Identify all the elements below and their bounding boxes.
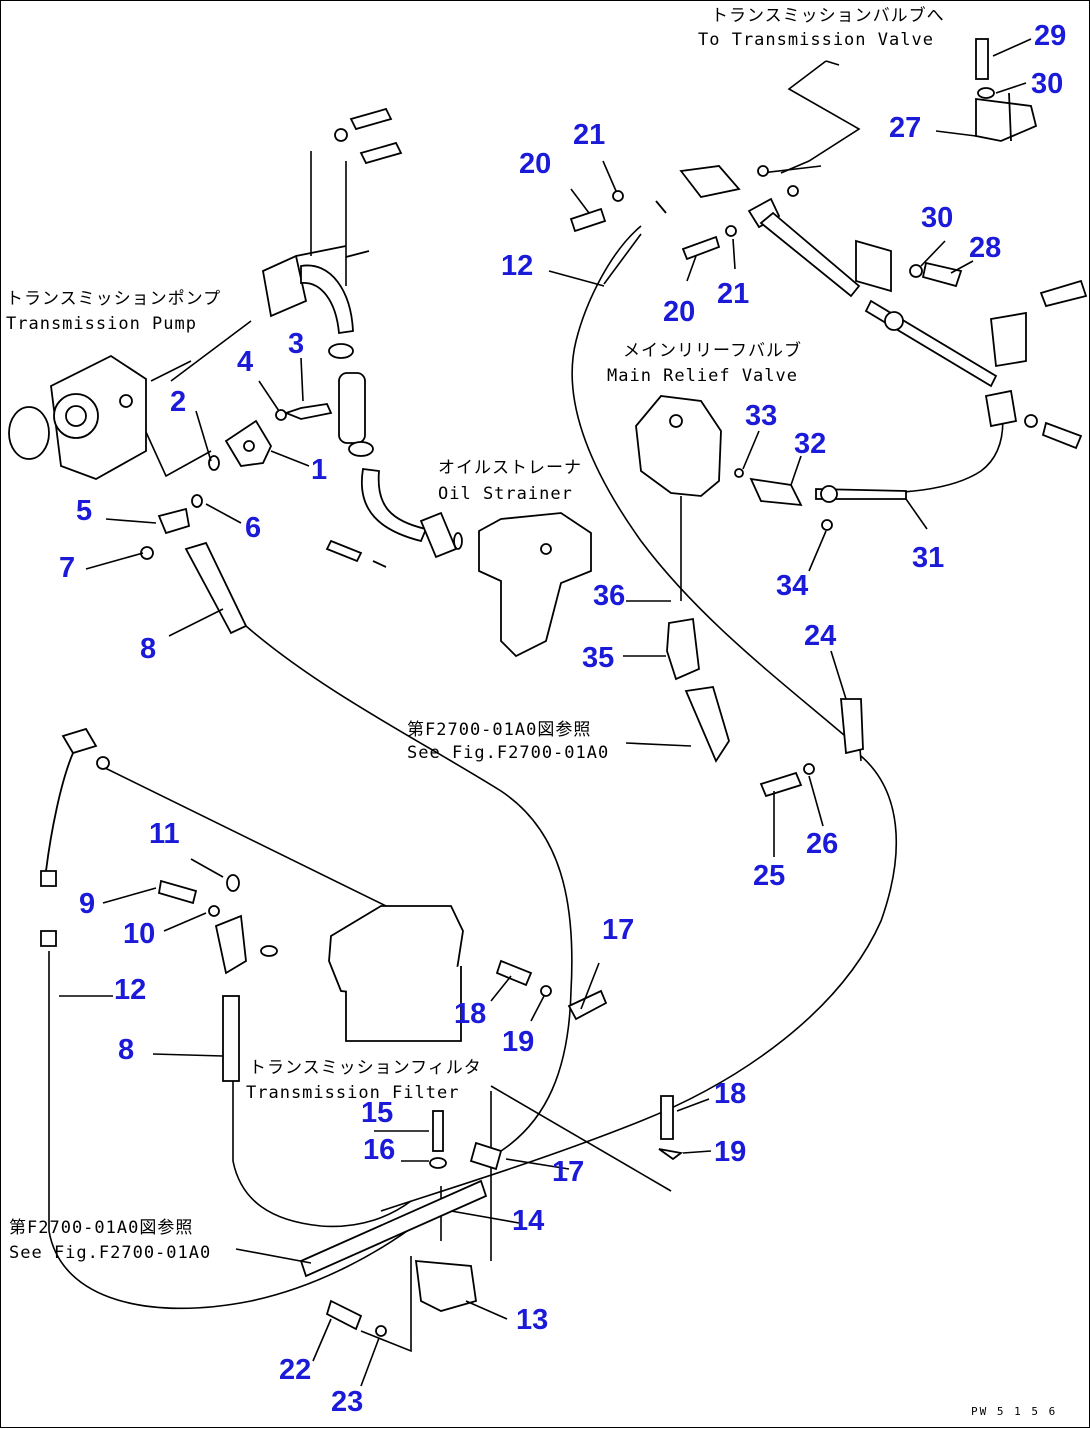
callout-15: 15 (361, 1097, 393, 1129)
to-valve-label-jp: トランスミッションバルブへ (711, 5, 945, 26)
flange-1 (191, 419, 273, 508)
relief-label-en: Main Relief Valve (607, 366, 798, 386)
bolts-misc (140, 507, 248, 635)
callout-8-upper: 8 (140, 633, 156, 665)
callout-27: 27 (889, 112, 921, 144)
callout-32: 32 (794, 428, 826, 460)
relief-label-jp: メインリリーフバルブ (623, 340, 802, 361)
pump-label-jp: トランスミッションポンプ (6, 289, 221, 309)
callout-30-upper: 30 (1031, 68, 1063, 100)
callout-7: 7 (59, 552, 75, 584)
callout-9: 9 (79, 888, 95, 920)
drawing-code: PW 5 1 5 6 (971, 1405, 1057, 1418)
transmission-filter (328, 905, 464, 1042)
pipe-31 (864, 279, 1088, 450)
callout-3: 3 (288, 328, 304, 360)
callout-20-upper: 20 (519, 148, 551, 180)
main-relief-valve (635, 395, 907, 531)
callout-31: 31 (912, 542, 944, 574)
fitting-35 (666, 617, 730, 763)
callout-10: 10 (123, 918, 155, 950)
diagram-labels: トランスミッションバルブへ To Transmission Valve トランス… (6, 5, 1057, 1418)
callout-17-upper: 17 (602, 914, 634, 946)
callout-36: 36 (593, 580, 625, 612)
hose-lines (48, 60, 1004, 1353)
fitting-9-10-11 (157, 874, 278, 1082)
see-fig-label-2-jp: 第F2700-01A0図参照 (9, 1218, 193, 1238)
callout-11: 11 (149, 818, 180, 850)
bracket-24 (759, 698, 864, 798)
bracket-13-14 (299, 959, 684, 1337)
strainer-label-jp: オイルストレーナ (438, 458, 582, 478)
left-flange-12 (40, 727, 110, 947)
callout-14: 14 (512, 1205, 544, 1237)
oil-strainer (478, 512, 592, 658)
callout-26: 26 (806, 828, 838, 860)
filter-label-jp: トランスミッションフィルタ (249, 1058, 482, 1078)
callout-30-lower: 30 (921, 202, 953, 234)
callout-6: 6 (245, 512, 261, 544)
tube-top-left (334, 107, 403, 258)
callout-19-lower: 19 (714, 1136, 746, 1168)
callout-4: 4 (237, 346, 253, 378)
callout-12-upper: 12 (501, 250, 533, 282)
callout-34: 34 (776, 570, 808, 602)
callout-20-lower: 20 (663, 296, 695, 328)
filter-label-en: Transmission Filter (246, 1083, 459, 1103)
callout-29: 29 (1034, 20, 1066, 52)
callout-8-lower: 8 (118, 1034, 134, 1066)
pump-label-en: Transmission Pump (6, 314, 197, 334)
valve-fitting-top (569, 165, 861, 298)
callout-19-upper: 19 (502, 1026, 534, 1058)
callout-12-lower: 12 (114, 974, 146, 1006)
callout-13: 13 (516, 1304, 548, 1336)
callout-24: 24 (804, 620, 836, 652)
callout-18-upper: 18 (454, 998, 486, 1030)
see-fig-label-1-jp: 第F2700-01A0図参照 (407, 720, 591, 740)
callout-21-upper: 21 (573, 119, 605, 151)
see-fig-label-1-en: See Fig.F2700-01A0 (407, 743, 609, 763)
callout-18-lower: 18 (714, 1078, 746, 1110)
callout-17-lower: 17 (552, 1156, 584, 1188)
strainer-label-en: Oil Strainer (438, 484, 573, 504)
elbow-3 (261, 245, 463, 568)
callout-1: 1 (311, 454, 327, 486)
callout-35: 35 (582, 642, 614, 674)
callout-28: 28 (969, 232, 1001, 264)
callout-25: 25 (753, 860, 785, 892)
callout-leaders (59, 38, 1032, 1387)
callout-21-lower: 21 (717, 278, 749, 310)
to-valve-label-en: To Transmission Valve (698, 30, 934, 50)
callout-16: 16 (363, 1134, 395, 1166)
callout-22: 22 (279, 1354, 311, 1386)
transmission-pump (8, 354, 147, 480)
callout-33: 33 (745, 400, 777, 432)
callout-numbers: 1 2 3 4 5 6 7 8 8 9 10 11 12 12 13 14 15… (59, 20, 1066, 1418)
see-fig-label-2-en: See Fig.F2700-01A0 (9, 1243, 211, 1263)
callout-2: 2 (170, 386, 186, 418)
callout-23: 23 (331, 1386, 363, 1418)
bracket-27-30 (855, 38, 1038, 293)
callout-5: 5 (76, 495, 92, 527)
